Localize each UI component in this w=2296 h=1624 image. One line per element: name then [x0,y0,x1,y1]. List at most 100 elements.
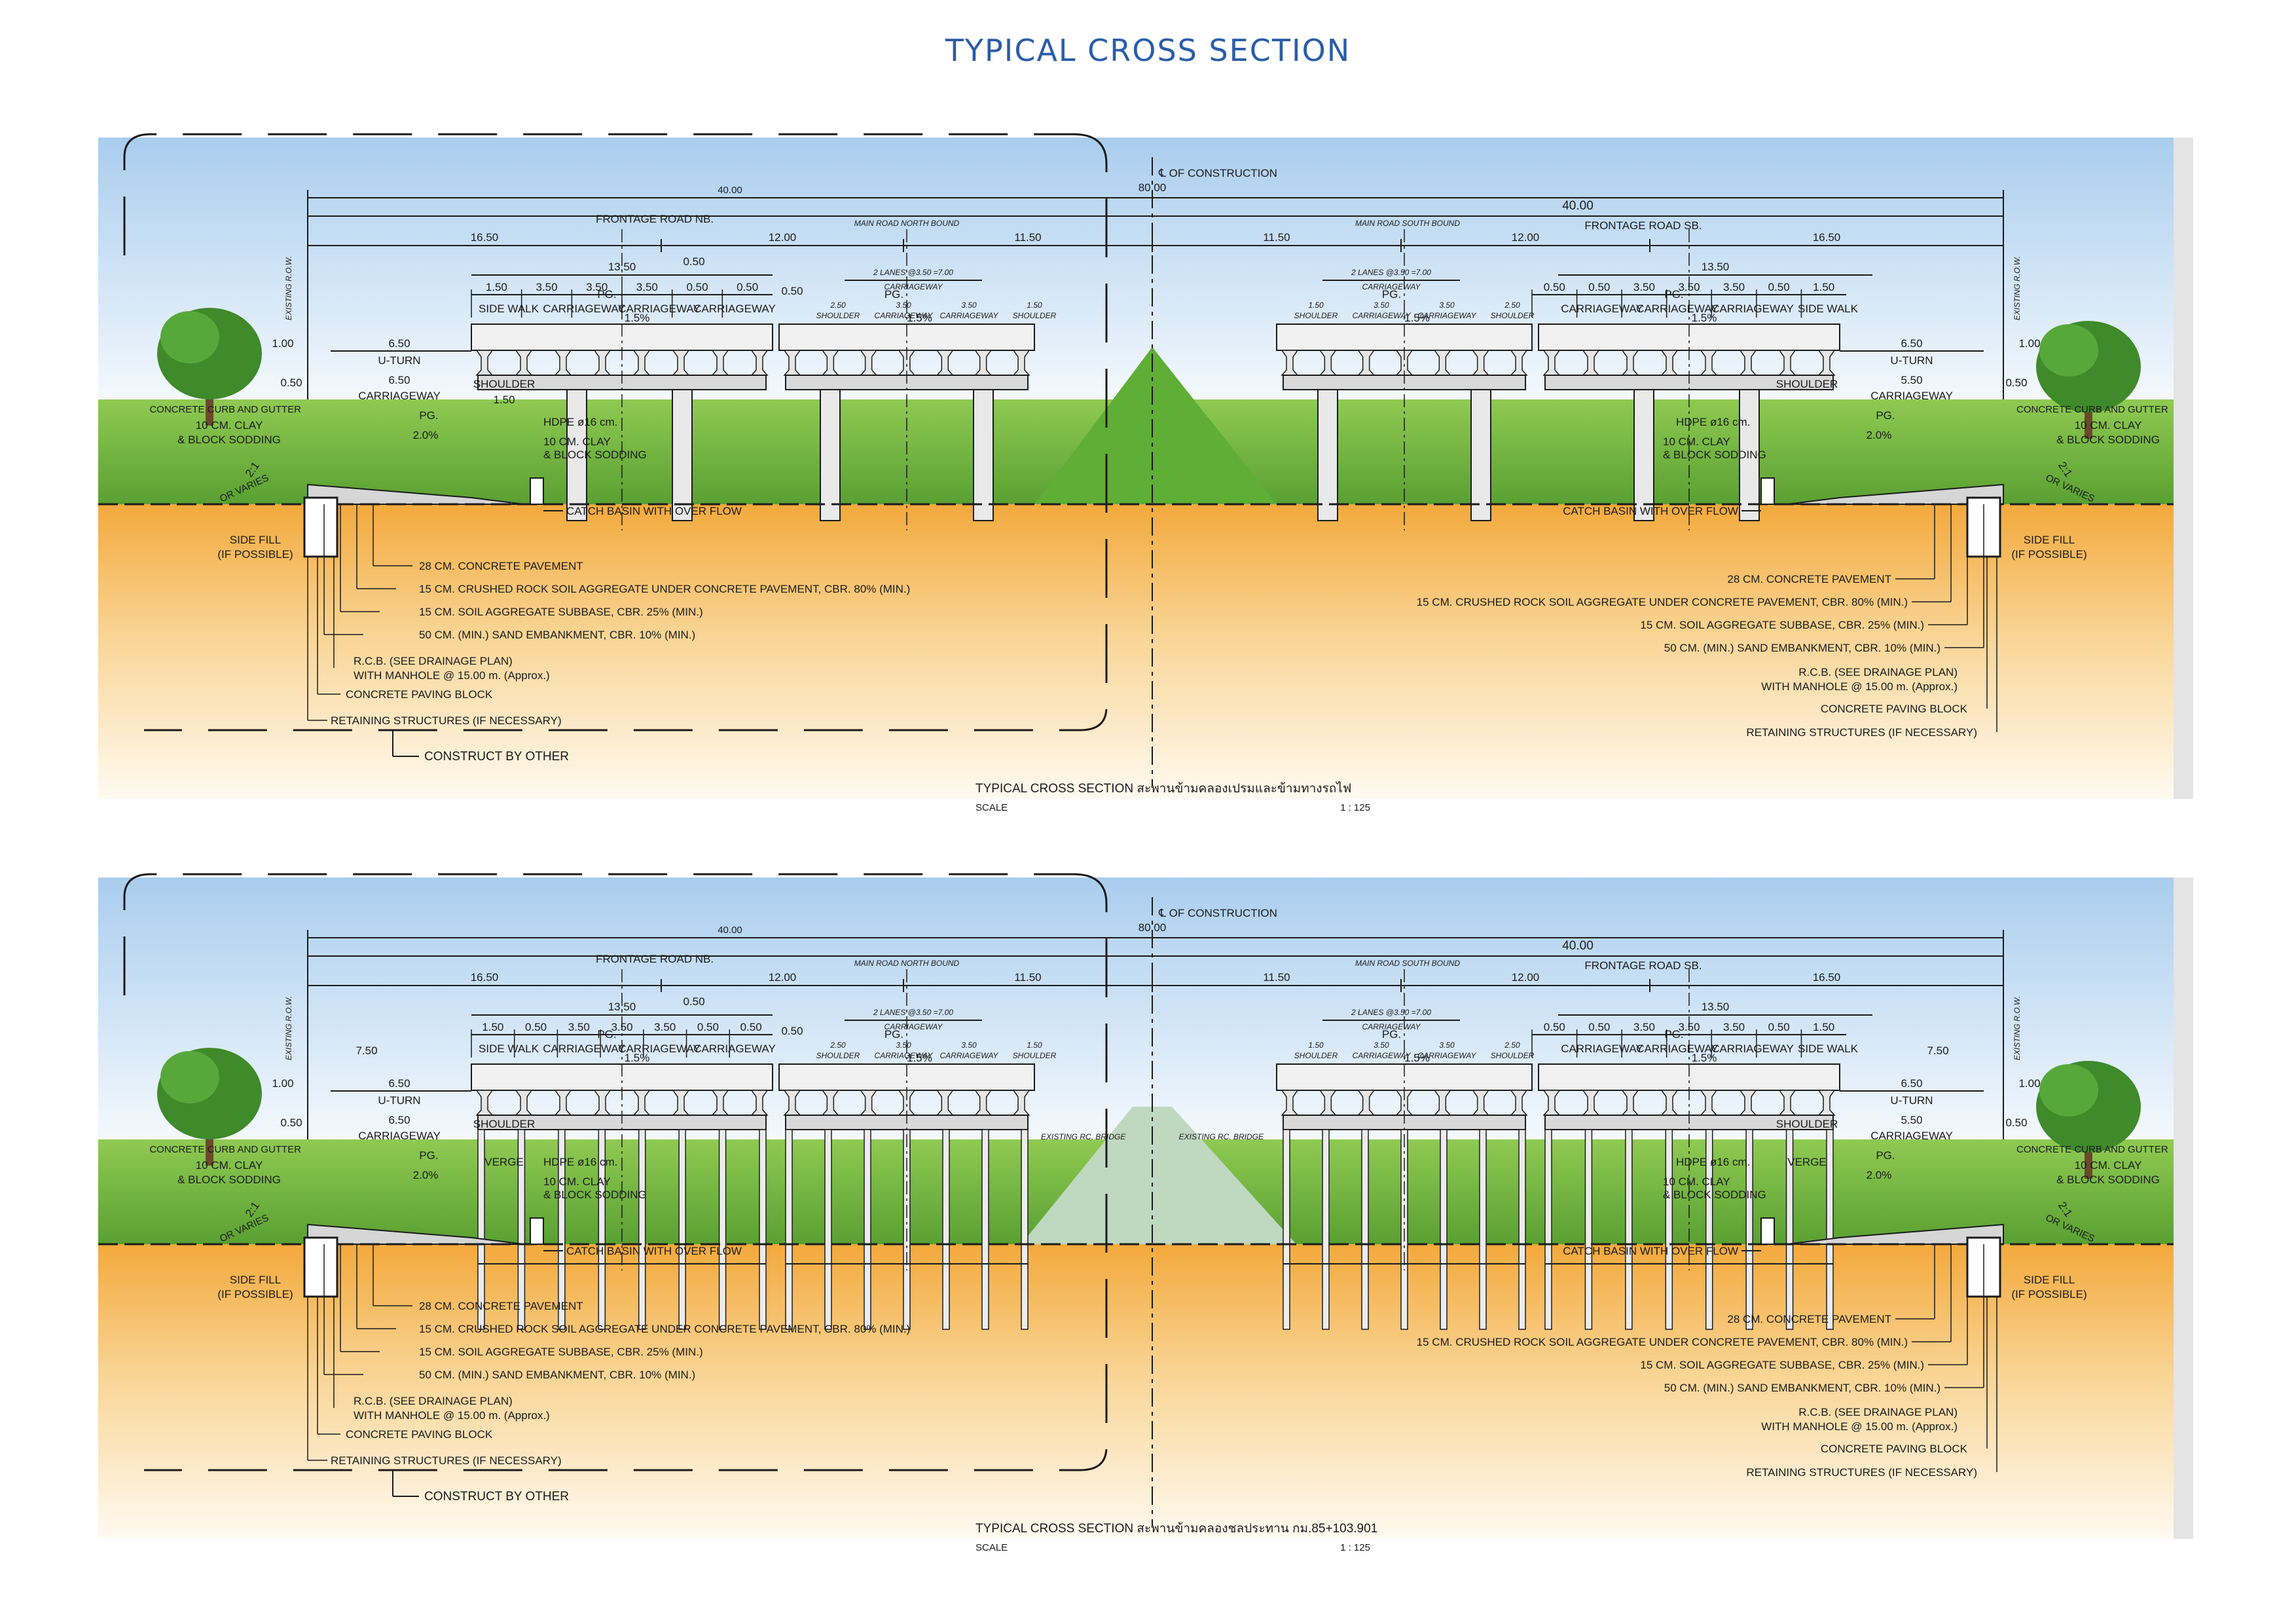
lane-label-nb-1: CARRIAGEWAY [543,1043,625,1055]
pile [638,1129,646,1330]
dim-component-2: 11.50 [1014,231,1041,244]
catch-basin-right [1760,1217,1775,1245]
frontage-road-sb-label: FRONTAGE ROAD SB. [1584,219,1702,232]
rcb-right-1: R.C.B. (SEE DRAINAGE PLAN) [1798,666,1958,678]
dim-550-carriageway-right: 5.50 [1901,374,1922,386]
carriageway-note-sb: CARRIAGEWAY [1362,282,1421,291]
frontage-road-nb-label: FRONTAGE ROAD NB. [596,213,714,225]
side-fill-right-1: SIDE FILL [2024,1274,2075,1286]
lane-label-sb-0: CARRIAGEWAY [1561,1043,1643,1055]
clay-mid-right-2: & BLOCK SODDING [1663,449,1766,461]
side-fill-left-2: (IF POSSIBLE) [217,548,293,561]
lane-dim-nb-2: 3.50 [586,281,608,293]
catch-basin-left-label: CATCH BASIN WITH OVER FLOW [566,1245,742,1257]
clay-mid-left-1: 10 CM. CLAY [543,1175,611,1188]
ground-slope-right: 2.0% [1867,429,1892,441]
existing-bridge-right-label: EXISTING RC. BRIDGE [1179,1132,1264,1141]
clay-mid-left-2: & BLOCK SODDING [543,449,647,461]
cross-section-upper: CONSTRUCT BY OTHER℄ OF CONSTRUCTION80.00… [98,133,2193,813]
dim-050-right: 0.50 [2005,1116,2027,1129]
lane-dim-nb-5: 0.50 [697,1021,719,1033]
main-lane-dim-sb-3: 2.50 [1504,1041,1520,1050]
main-lane-label-sb-0: SHOULDER [1294,1051,1338,1060]
dim-100-left: 1.00 [272,337,293,350]
girder [1510,1090,1528,1116]
lane-dim-nb-4: 3.50 [654,1021,676,1033]
dim-half-right: 40.00 [1562,199,1594,213]
layer-left-3: 50 CM. (MIN.) SAND EMBANKMENT, CBR. 10% … [419,629,695,641]
lane-dim-sb-0: 0.50 [1544,1021,1565,1033]
pile [1625,1129,1633,1330]
paving-block-left: CONCRETE PAVING BLOCK [346,688,493,701]
layer-right-2: 15 CM. SOIL AGGREGATE SUBBASE, CBR. 25% … [1640,1359,1924,1371]
main-lane-dim-nb-1: 3.50 [896,1041,911,1050]
profile-grade-label: PG. [1382,1028,1401,1041]
dim-component-1: 12.00 [769,971,797,984]
main-road-sb-label: MAIN ROAD SOUTH BOUND [1355,959,1460,968]
tree-right [2036,1061,2141,1179]
deck-slope-label: 1.5% [907,312,932,324]
pile [1440,1129,1448,1330]
shoulder-right-label: SHOULDER [1776,1118,1838,1130]
lane-dim-nb-0: 1.50 [486,281,507,293]
tree-right [2036,321,2141,439]
deck-slope-label: 1.5% [1404,312,1430,324]
pile [718,1129,727,1330]
hdpe-left: HDPE ø16 cm. [543,1156,617,1168]
retaining-right: RETAINING STRUCTURES (IF NECESSARY) [1746,726,1977,739]
sky-band [98,138,2193,399]
catch-basin-left-label: CATCH BASIN WITH OVER FLOW [566,505,742,517]
pile [1665,1129,1673,1330]
construct-by-other-boundary [123,133,1074,255]
total-width-dim: 80.00 [1139,921,1167,934]
carriageway-right-label: CARRIAGEWAY [1870,1130,1953,1142]
main-road-nb-label: MAIN ROAD NORTH BOUND [854,959,960,968]
paving-block-right: CONCRETE PAVING BLOCK [1821,703,1968,715]
side-fill-left-1: SIDE FILL [230,534,281,546]
pg-ground-right: PG. [1876,409,1895,422]
deck-slope-label: 1.5% [625,312,650,324]
carriageway-left-label: CARRIAGEWAY [358,390,441,402]
rcb-drain-left [303,1236,338,1298]
dim-650-carriageway-left: 6.50 [388,1114,410,1126]
pile [1584,1129,1593,1330]
pile [477,1129,485,1330]
dim-component-4: 12.00 [1512,971,1540,984]
section-scale-label: SCALE [975,802,1008,813]
deck-slope-label: 1.5% [1692,312,1717,324]
soil-band [98,504,2193,799]
lane-dim-nb-5: 0.50 [737,281,758,293]
pier-column [1739,389,1760,521]
main-lane-label-nb-3: SHOULDER [1013,1051,1057,1060]
catch-basin-right-label: CATCH BASIN WITH OVER FLOW [1563,1245,1738,1257]
main-lane-dim-nb-1: 3.50 [896,301,911,310]
construction-centerline-label: ℄ OF CONSTRUCTION [1158,167,1277,179]
deck-slope-label: 1.5% [907,1052,932,1064]
profile-grade-label: PG. [597,1028,616,1041]
lane-dim-nb-6: 0.50 [740,1021,762,1033]
lane-dim-nb-4: 0.50 [686,281,708,293]
lane-label-nb-3: CARRIAGEWAY [693,1043,776,1055]
main-lane-label-nb-2: CARRIAGEWAY [940,311,999,320]
frontage-nb-deck: PG. 1.5% [471,969,773,1330]
pile [942,1129,950,1330]
section-scale-value: 1 : 125 [1340,1542,1370,1553]
pier-column [973,389,994,521]
u-turn-left-label: U-TURN [378,1094,420,1107]
construct-by-other-boundary [123,873,1074,995]
dim-650-right-label: 6.50 [1901,337,1922,350]
retaining-left: RETAINING STRUCTURES (IF NECESSARY) [331,1454,562,1467]
clay-left-2: & BLOCK SODDING [177,1173,281,1186]
pile [1826,1129,1834,1330]
frontage-sb-deck: PG.1.5% [1538,969,1840,1330]
dim-650-left-label: 6.50 [388,1077,410,1090]
deck-slope-label: 1.5% [625,1052,650,1064]
main-lane-label-sb-1: CARRIAGEWAY [1353,311,1412,320]
catch-basin-left [530,1217,544,1245]
pile [558,1129,566,1330]
lane-label-nb-2: CARRIAGEWAY [618,303,701,315]
main-lane-dim-nb-0: 2.50 [829,1041,846,1050]
dim-100-right: 1.00 [2018,337,2040,350]
layer-left-1: 15 CM. CRUSHED ROCK SOIL AGGREGATE UNDER… [419,583,910,595]
